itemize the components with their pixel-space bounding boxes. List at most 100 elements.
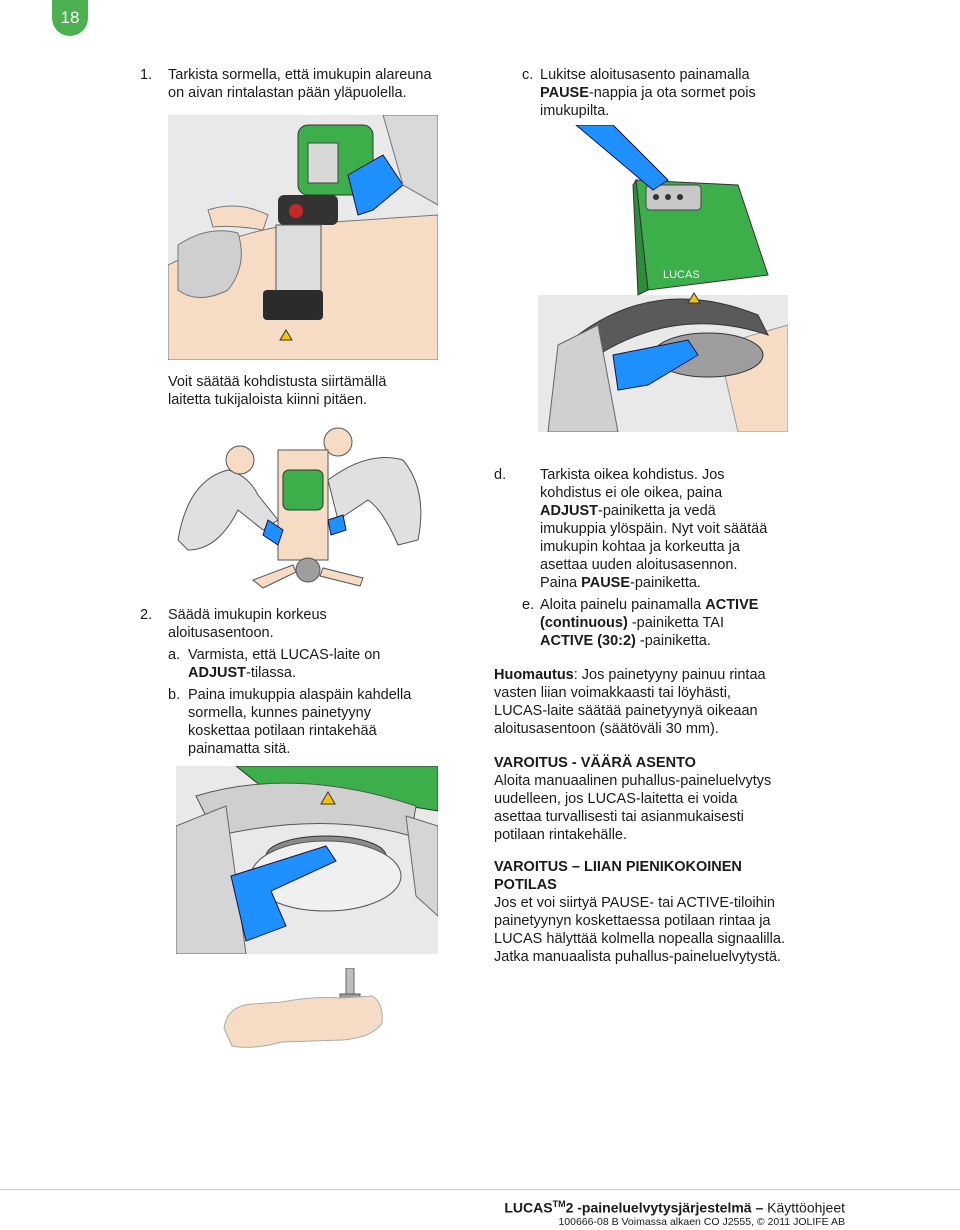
step-2-line2: aloitusasentoon. xyxy=(168,625,274,641)
caption-adjust-line2: laitetta tukijaloista kiinni pitäen. xyxy=(168,392,368,408)
step-2b-text: Paina imukuppia alaspäin kahdella sormel… xyxy=(188,686,478,758)
step-d-line6: asettaa uuden aloitusasennon. xyxy=(540,557,738,573)
warning-2-title-line2: POTILAS xyxy=(494,877,557,893)
step-d-text: Tarkista oikea kohdistus. Jos kohdistus … xyxy=(540,466,860,592)
device-brand-label: LUCAS xyxy=(663,269,700,281)
note-line1: Huomautus: Jos painetyyny painuu rintaa xyxy=(494,666,834,684)
step-2b-line3: koskettaa potilaan rintakehää xyxy=(188,723,377,739)
step-e-label: e. xyxy=(522,596,534,614)
step-e-letter: e. xyxy=(522,597,535,613)
step-d-line3-rest: -painiketta ja vedä xyxy=(598,503,716,519)
warning-1-line4: potilaan rintakehälle. xyxy=(494,827,628,843)
step-2a-text: Varmista, että LUCAS-laite on ADJUST-til… xyxy=(188,646,478,682)
footer-brand: LUCAS xyxy=(504,1199,553,1216)
warning-wrong-position: VAROITUS - VÄÄRÄ ASENTO Aloita manuaalin… xyxy=(494,754,834,844)
illustration-device-alignment xyxy=(168,115,438,360)
step-d-line2: kohdistus ei ole oikea, paina xyxy=(540,485,723,501)
step-1-num: 1. xyxy=(140,67,153,83)
step-d-label: d. xyxy=(494,466,506,484)
pause-drawing: LUCAS xyxy=(538,125,788,432)
caption-adjust-line1: Voit säätää kohdistusta siirtämällä xyxy=(168,374,387,390)
note-line2: vasten liian voimakkaasti tai löyhästi, xyxy=(494,685,731,701)
warning-2-line1: Jos et voi siirtyä PAUSE- tai ACTIVE-til… xyxy=(494,895,775,911)
step-c-text: Lukitse aloitusasento painamalla PAUSE-n… xyxy=(540,66,860,120)
warning-1-line1: Aloita manuaalinen puhallus-paineluelvyt… xyxy=(494,773,772,789)
step-e-line3-rest: -painiketta. xyxy=(635,633,711,649)
note-block: Huomautus: Jos painetyyny painuu rintaa … xyxy=(494,666,834,738)
footer-divider xyxy=(0,1189,960,1190)
step-2-num: 2. xyxy=(140,607,153,623)
step-e-line1: Aloita painelu painamalla ACTIVE xyxy=(540,596,860,614)
step-c-line2: PAUSE-nappia ja ota sormet pois xyxy=(540,84,860,102)
step-d-line4: imukuppia ylöspäin. Nyt voit säätää xyxy=(540,521,768,537)
step-c-label: c. xyxy=(522,66,533,84)
step-d-line1: Tarkista oikea kohdistus. Jos xyxy=(540,467,725,483)
step-e-line2: (continuous) -painiketta TAI xyxy=(540,614,860,632)
active-302-keyword: ACTIVE (30:2) xyxy=(540,633,636,649)
step-c-letter: c. xyxy=(522,67,534,83)
warning-1-line2: uudelleen, jos LUCAS-laitetta ei voida xyxy=(494,791,738,807)
continuous-keyword: (continuous) xyxy=(540,615,628,631)
footer-dash: – xyxy=(751,1199,768,1216)
warning-2-title-line1: VAROITUS – LIIAN PIENIKOKOINEN xyxy=(494,859,742,875)
footer-tm: TM xyxy=(552,1199,566,1209)
footer-manual-label: Käyttöohjeet xyxy=(767,1199,845,1216)
step-1-line2: on aivan rintalastan pään yläpuolella. xyxy=(168,85,407,101)
adjust-keyword-d: ADJUST xyxy=(540,503,599,519)
footer-document-info: 100666-08 B Voimassa alkaen CO J2555, © … xyxy=(558,1216,845,1228)
step-d-line3: ADJUST-painiketta ja vedä xyxy=(540,502,860,520)
illustration-two-rescuers xyxy=(168,420,440,592)
page-number: 18 xyxy=(60,8,80,27)
step-d-line5: imukupin kohtaa ja korkeutta ja xyxy=(540,539,740,555)
press-cup-drawing xyxy=(176,766,438,954)
step-2b-line1: Paina imukuppia alaspäin kahdella xyxy=(188,687,412,703)
step-d-letter: d. xyxy=(494,467,507,483)
step-2a-label: a. xyxy=(168,646,180,664)
step-2a-rest: -tilassa. xyxy=(246,665,296,681)
step-c-line1: Lukitse aloitusasento painamalla xyxy=(540,67,750,83)
step-2-number: 2. xyxy=(140,606,152,624)
warning-1-title: VAROITUS - VÄÄRÄ ASENTO xyxy=(494,755,696,771)
step-e-line3: ACTIVE (30:2) -painiketta. xyxy=(540,632,860,650)
step-d-line7: Paina PAUSE-painiketta. xyxy=(540,574,860,592)
step-2b-letter: b. xyxy=(168,687,181,703)
note-line1-rest: : Jos painetyyny painuu rintaa xyxy=(573,667,766,683)
step-2b-line4: painamatta sitä. xyxy=(188,741,291,757)
step-2a-letter: a. xyxy=(168,647,181,663)
rescuers-drawing xyxy=(168,420,440,592)
pause-keyword: PAUSE xyxy=(540,85,589,101)
step-2-text: Säädä imukupin korkeus aloitusasentoon. xyxy=(168,606,468,642)
pause-keyword-d: PAUSE xyxy=(581,575,631,591)
note-keyword: Huomautus xyxy=(494,667,574,683)
step-2-line1: Säädä imukupin korkeus xyxy=(168,607,327,623)
step-2b-line2: sormella, kunnes painetyyny xyxy=(188,705,371,721)
step-2a-line1: Varmista, että LUCAS-laite on xyxy=(188,647,381,663)
step-2a-line2: ADJUST-tilassa. xyxy=(188,664,478,682)
footer-title: LUCASTM2 -paineluelvytysjärjestelmä – Kä… xyxy=(504,1199,845,1216)
adjust-keyword: ADJUST xyxy=(188,665,247,681)
page-number-badge: 18 xyxy=(52,0,88,36)
note-line4: aloitusasentoon (säätöväli 30 mm). xyxy=(494,721,719,737)
note-line3: LUCAS-laite säätää painetyynyä oikeaan xyxy=(494,703,758,719)
side-view-drawing xyxy=(222,968,387,1056)
step-1-number: 1. xyxy=(140,66,152,84)
warning-2-line3: LUCAS hälyttää kolmella nopealla signaal… xyxy=(494,931,785,947)
illustration-side-view xyxy=(222,968,387,1056)
step-1-line1: Tarkista sormella, että imukupin alareun… xyxy=(168,67,432,83)
warning-1-line3: asettaa turvallisesti tai asianmukaisest… xyxy=(494,809,744,825)
step-c-line3: imukupilta. xyxy=(540,103,610,119)
alignment-drawing xyxy=(168,115,438,360)
step-2b-label: b. xyxy=(168,686,180,704)
step-d-line7-rest: -painiketta. xyxy=(630,575,701,591)
step-e-text: Aloita painelu painamalla ACTIVE (contin… xyxy=(540,596,860,650)
active-keyword: ACTIVE xyxy=(705,597,759,613)
step-e-line2-rest: -painiketta TAI xyxy=(627,615,724,631)
caption-adjust: Voit säätää kohdistusta siirtämällä lait… xyxy=(168,373,468,409)
illustration-pause-button: LUCAS xyxy=(538,125,788,432)
warning-small-patient: VAROITUS – LIIAN PIENIKOKOINEN POTILAS J… xyxy=(494,858,834,966)
step-d-line7-pre: Paina xyxy=(540,575,582,591)
step-c-line2-rest: -nappia ja ota sormet pois xyxy=(588,85,756,101)
step-e-line1-pre: Aloita painelu painamalla xyxy=(540,597,706,613)
step-1-text: Tarkista sormella, että imukupin alareun… xyxy=(168,66,488,102)
warning-2-line2: painetyynyn koskettaessa potilaan rintaa… xyxy=(494,913,771,929)
